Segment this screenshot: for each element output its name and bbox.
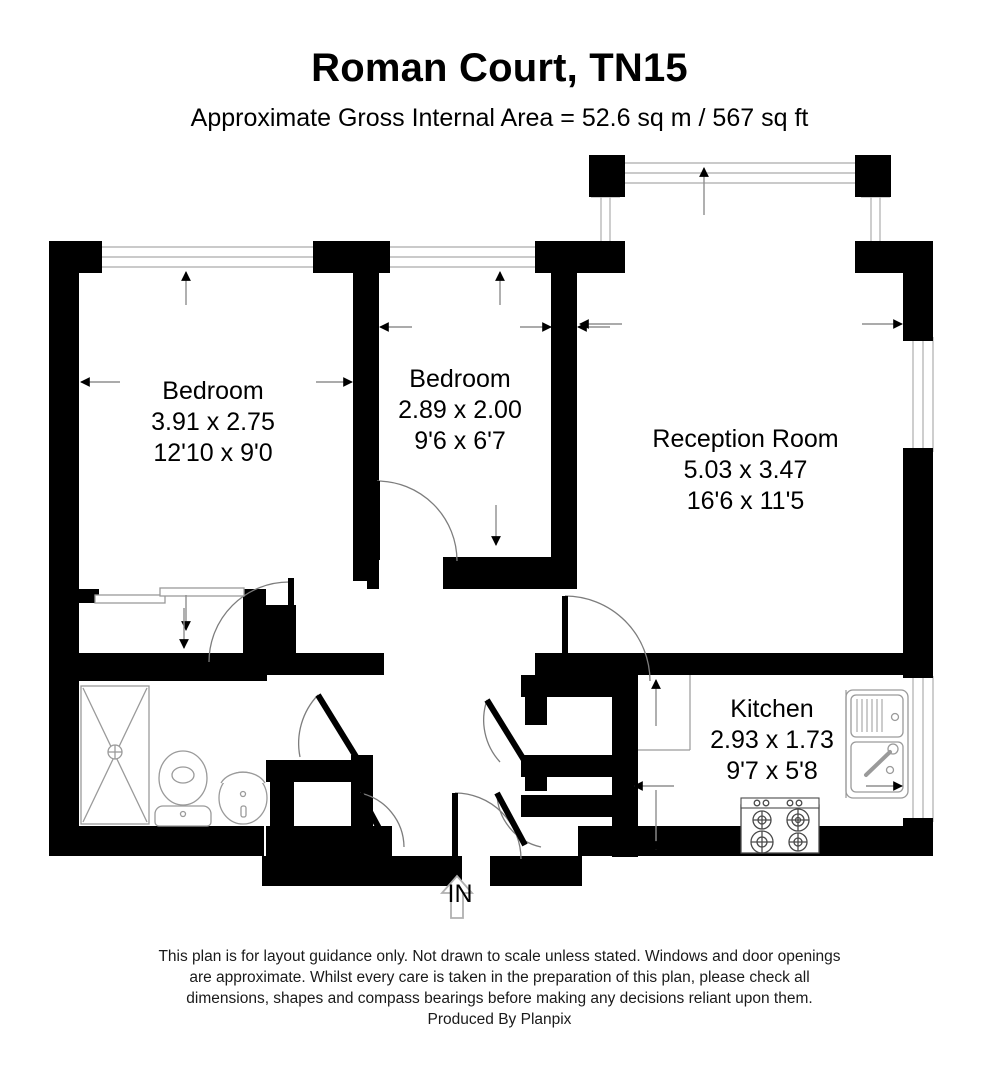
room-imperial-dimensions: 12'10 x 9'0 [153,439,273,467]
disclaimer-line-3: dimensions, shapes and compass bearings … [186,990,813,1007]
door-arc-bedroom1 [208,581,290,663]
wall-bedroom2-bottom [367,557,379,589]
door-arc-bathroom [298,694,319,758]
wall-outer-bottom-right-seg [490,856,582,886]
room-metric-dimensions: 2.93 x 1.73 [710,726,834,754]
room-imperial-dimensions: 9'6 x 6'7 [414,427,506,455]
wall-bay-right-pier-bottom [855,241,891,273]
room-label-reception-room: Reception Room 5.03 x 3.47 16'6 x 11'5 [608,424,883,517]
wall-bedroom1-bottom-left [49,581,79,601]
wall-reception-bottom-right [820,653,933,675]
room-name: Bedroom [409,365,511,393]
disclaimer-line-1: This plan is for layout guidance only. N… [158,948,841,965]
window-glazing-group [100,162,934,822]
wall-hall-cupboard-bot [521,795,625,817]
wall-bedroom2-reception [551,241,577,571]
plan-header: Roman Court, TN15 Approximate Gross Inte… [0,44,999,134]
wall-bay-right-pier-top [855,155,891,197]
wall-outer-right-lower [903,818,933,856]
wall-outer-bottom-left [49,826,264,856]
door-group [208,480,651,860]
room-name: Bedroom [162,377,264,405]
wall-outer-right-mid [903,448,933,678]
wall-cupboard-left-vert [270,760,294,830]
door-arc-bedroom2 [376,480,458,562]
entrance-arrow-icon [440,874,474,919]
disclaimer-line-2: are approximate. Whilst every care is ta… [189,969,810,986]
wall-outer-left [49,241,79,856]
wall-hall-cupboard-vert2 [525,755,547,791]
kitchen-worktop-lines [638,675,847,798]
door-arc-cupboard-right [483,699,501,763]
door-arc-reception [564,595,651,682]
door-leaf-cupboard-left [357,791,391,847]
wall-hall-kitchen-vert [612,675,638,857]
wall-closet-right-pier [243,589,266,665]
toilet-fixture [154,750,212,827]
entrance-marker: IN [430,878,490,908]
kitchen-sink-fixture [845,689,909,799]
wall-cupboard-left-bottom [266,826,392,856]
wall-bay-left-pier-top [589,155,625,197]
door-arc-entrance [454,792,522,860]
door-leaf-cupboard-bottom-right [494,791,528,847]
wall-bathroom-top [49,653,267,681]
door-leaf-group [288,481,568,858]
room-name: Kitchen [730,695,814,723]
hob-cooker-fixture [740,797,820,854]
room-metric-dimensions: 5.03 x 3.47 [683,456,808,484]
page-title: Roman Court, TN15 [311,46,688,90]
wall-reception-bottom [700,653,820,675]
wall-hall-right-upper [535,653,625,675]
area-subtitle: Approximate Gross Internal Area = 52.6 s… [190,104,809,132]
room-imperial-dimensions: 16'6 x 11'5 [686,487,805,515]
room-label-bedroom2: Bedroom 2.89 x 2.00 9'6 x 6'7 [340,364,580,457]
room-label-bedroom1: Bedroom 3.91 x 2.75 12'10 x 9'0 [88,376,338,469]
plan-footer: This plan is for layout guidance only. N… [0,946,999,1030]
floor-plan-drawing [49,155,934,919]
wall-hall-cupboard-vert [525,675,547,725]
wall-closet-left-pier [79,589,99,603]
wardrobe-fixture [94,587,245,604]
dimension-arrows-group [80,167,903,851]
room-metric-dimensions: 2.89 x 2.00 [398,396,522,424]
door-arc-cupboard-bottom-right [496,792,542,848]
wall-bedroom2-bottom-seg [443,557,577,589]
room-label-kitchen: Kitchen 2.93 x 1.73 9'7 x 5'8 [672,694,872,787]
door-leaf-cupboard-right [484,698,527,762]
door-arc-cupboard-left [359,792,405,848]
wall-structure-group [49,155,933,886]
shower-tray-fixture [80,685,150,825]
door-leaf-bathroom [315,693,361,762]
wash-basin-fixture [218,771,268,825]
room-metric-dimensions: 3.91 x 2.75 [151,408,275,436]
room-name: Reception Room [652,425,839,453]
wall-bay-left-pier-bottom [589,241,625,273]
wall-outer-bottom-step [262,856,462,886]
producer-credit: Produced By Planpix [427,1011,572,1028]
room-imperial-dimensions: 9'7 x 5'8 [726,757,818,785]
entrance-label: IN [447,880,473,908]
fixtures-group [80,587,909,854]
